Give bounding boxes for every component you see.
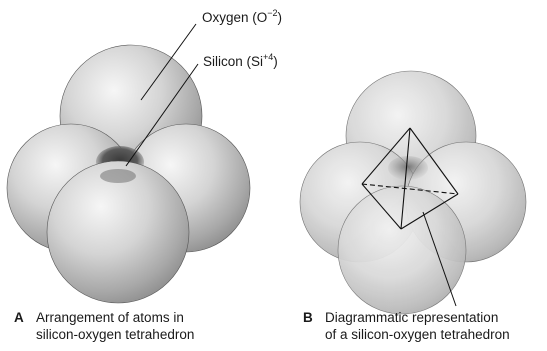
caption-b-line1: Diagrammatic representation xyxy=(325,310,499,325)
oxygen-label: Oxygen (O−2) xyxy=(202,7,283,25)
silicon-leader-line xyxy=(125,63,199,167)
silicon-charge: +4 xyxy=(263,51,274,62)
caption-a-line2: silicon-oxygen tetrahedron xyxy=(36,327,195,342)
silicon-atom-b xyxy=(388,156,428,180)
oxygen-atom-front-b xyxy=(337,185,467,315)
silicon-label: Silicon (Si+4) xyxy=(203,51,278,69)
caption-a-letter: A xyxy=(14,310,24,325)
oxygen-charge: −2 xyxy=(267,7,278,18)
caption-b-letter: B xyxy=(303,310,313,325)
oxygen-atom-front xyxy=(46,160,190,304)
caption-a-line1: Arrangement of atoms in xyxy=(36,310,184,325)
panel-a-spheres xyxy=(6,44,251,304)
caption-b: B Diagrammatic representation of a silic… xyxy=(303,309,510,343)
caption-a: A Arrangement of atoms in silicon-oxygen… xyxy=(14,309,194,343)
caption-b-leader-line xyxy=(422,211,457,307)
caption-b-line2: of a silicon-oxygen tetrahedron xyxy=(325,327,510,342)
silicon-atom-shadow xyxy=(100,169,136,183)
panel-b-spheres xyxy=(299,70,527,315)
oxygen-leader-line xyxy=(140,23,197,101)
tetrahedron-edges xyxy=(361,127,459,230)
